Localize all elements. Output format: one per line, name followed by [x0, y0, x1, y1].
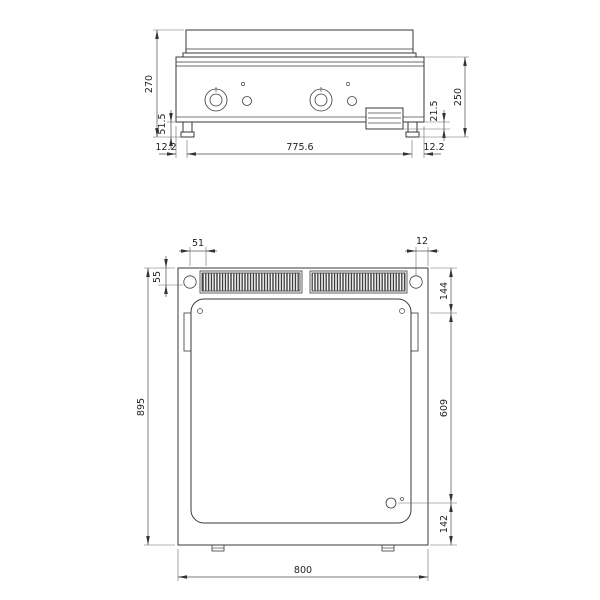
side-bracket-left: [183, 312, 192, 352]
control-knob-right: [309, 87, 333, 112]
dim-plan-burner-offset: 51: [192, 238, 204, 249]
front-foot-right: [405, 121, 420, 138]
dim-front-body-height: 250: [453, 88, 464, 106]
dim-plan-total-width: 800: [294, 565, 312, 576]
plate-hole-right: [399, 308, 405, 314]
dim-front-inner-width: 775.6: [286, 142, 313, 153]
screw-dot-left: [241, 82, 245, 86]
dim-plan-back-depth: 144: [439, 282, 450, 300]
side-bracket-right: [410, 312, 419, 352]
dim-front-drawer-offset: 21.5: [429, 100, 440, 121]
drain-mark: [400, 497, 404, 501]
drain-hole: [385, 497, 397, 509]
dim-plan-right-offset: 12: [416, 236, 428, 247]
dim-plan-front-offset: 55: [152, 271, 163, 283]
dim-front-right-offset: 12.2: [423, 142, 444, 153]
splash-lip: [182, 52, 417, 58]
griddle-plate: [190, 298, 412, 524]
control-knob-left: [204, 87, 228, 112]
rear-grille-left: [199, 270, 303, 294]
pilot-light-left: [242, 96, 252, 106]
dim-front-total-height: 270: [144, 75, 155, 93]
pilot-light-right: [347, 96, 357, 106]
front-dimensions: 270 51.5 21.5 250 775.6: [144, 29, 469, 158]
plan-dimensions: 51 12 55 144 609 142: [136, 236, 457, 581]
dim-plan-total-depth: 895: [136, 398, 147, 416]
rear-grille-right: [309, 270, 408, 294]
corner-fitting-left: [183, 275, 197, 289]
plan-foot-left: [211, 544, 225, 552]
plan-foot-right: [381, 544, 395, 552]
dim-plan-front-depth: 142: [439, 515, 450, 533]
dim-front-base-height: 51.5: [157, 113, 168, 134]
screw-dot-right: [346, 82, 350, 86]
splash-guard: [185, 29, 414, 54]
drip-drawer: [365, 107, 404, 130]
front-foot-left: [180, 121, 195, 138]
top-view: 51 12 55 144 609 142: [136, 236, 457, 581]
dim-plan-plate-depth: 609: [439, 399, 450, 417]
plate-hole-left: [197, 308, 203, 314]
dim-front-left-offset: 12.2: [155, 142, 176, 153]
front-view: 270 51.5 21.5 250 775.6: [144, 29, 469, 158]
